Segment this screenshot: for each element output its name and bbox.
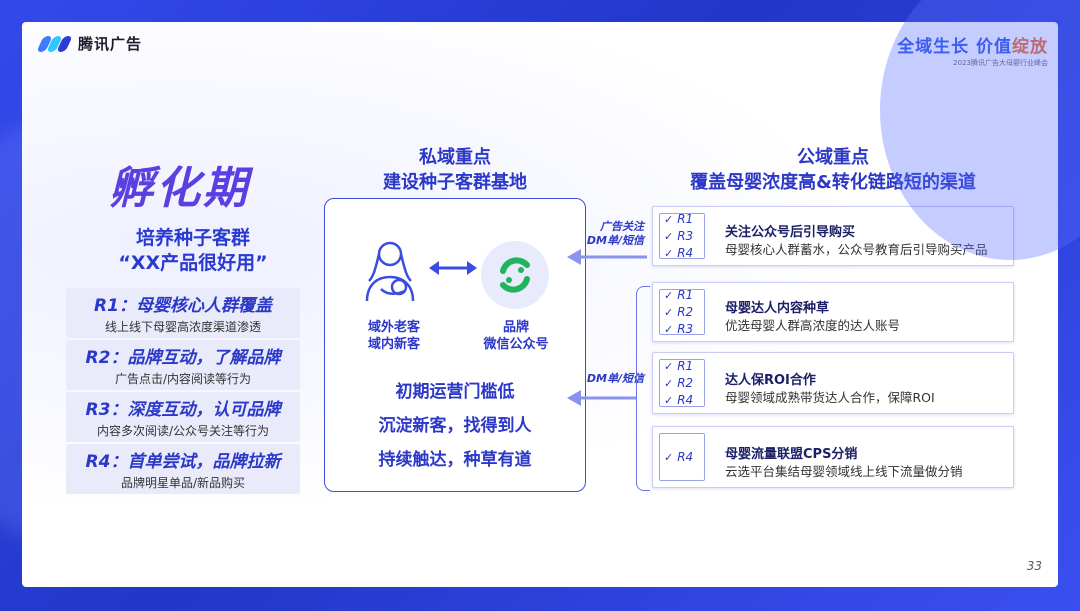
channel-card-2: ✓R1 ✓R2 ✓R3 母婴达人内容种草 优选母婴人群高浓度的达人账号 [652,282,1014,342]
card-title: 达人保ROI合作 [725,373,816,388]
stage-goal: 培养种子客群 [135,227,250,249]
slide-canvas: 腾讯广告 全域生长 价值绽放 2023腾讯广告大母婴行业峰会 孵化期 培养种子客… [22,22,1058,587]
channels-bracket [636,286,650,491]
slogan-subtitle: 2023腾讯广告大母婴行业峰会 [953,59,1048,67]
stage-desc: 线上线下母婴高浓度渠道渗透 [104,320,261,334]
private-point-1: 初期运营门槛低 [395,382,515,402]
card-desc: 优选母婴人群高浓度的达人账号 [725,318,901,333]
logo-mark-icon [36,34,73,54]
check-icon: ✓ [664,450,674,464]
card-desc: 云选平台集结母婴领域线上线下流量做分销 [725,464,963,479]
card-title: 母婴达人内容种草 [725,301,830,316]
tag-label: R4 [677,392,694,407]
mom-label-line-1: 域外老客 [367,320,420,335]
page-number: 33 [1026,559,1042,573]
stage-box-r4: R4：首单尝试，品牌拉新 品牌明星单品/新品购买 [66,444,300,494]
stage-head: R1：母婴核心人群覆盖 [94,296,272,316]
wechat-label: 品牌 微信公众号 [473,319,559,353]
tag-label: R4 [677,245,694,260]
tag-label: R3 [677,321,694,336]
card-title: 母婴流量联盟CPS分销 [725,447,858,462]
stage-tags: ✓R1 ✓R3 ✓R4 [659,211,705,262]
wechat-label-line-2: 微信公众号 [483,337,549,352]
stage-desc: 广告点击/内容阅读等行为 [114,372,252,386]
tag-item: ✓R3 [664,228,704,245]
check-icon: ✓ [664,305,674,319]
private-point-2: 沉淀新客，找得到人 [378,416,532,436]
tag-item: ✓R3 [664,321,704,338]
stage-head: R2：品牌互动，了解品牌 [85,348,281,368]
card-desc: 母婴核心人群蓄水，公众号教育后引导购买产品 [725,242,988,257]
mother-baby-icon [365,241,415,302]
stage-quote: “XX产品很好用” [118,252,268,274]
tag-item: ✓R1 [664,287,704,304]
stage-head: R3：深度互动，认可品牌 [85,400,281,420]
stage-head: R4：首单尝试，品牌拉新 [85,452,281,472]
stage-tags: ✓R1 ✓R2 ✓R3 [659,287,705,338]
mom-label-line-2: 域内新客 [367,337,420,352]
private-domain-title: 私域重点 [419,147,491,168]
card-title: 关注公众号后引导购买 [725,225,856,240]
private-domain-subtitle: 建设种子客群基地 [383,172,527,193]
tag-item: ✓R1 [664,358,704,375]
tag-label: R1 [677,287,694,302]
left-arrow-icon [567,249,647,265]
arrow-label-top-line-1: 广告关注 [600,220,644,233]
stage-desc: 品牌明星单品/新品购买 [120,476,246,490]
arrow-label-bottom: DM单/短信 [586,372,644,385]
tag-item: ✓R2 [664,375,704,392]
mom-label: 域外老客 域内新客 [359,319,429,353]
stage-tags: ✓R1 ✓R2 ✓R4 [659,359,705,407]
check-icon: ✓ [664,212,674,226]
arrow-label-top: 广告关注 DM单/短信 [578,220,644,248]
tag-label: R4 [677,449,694,464]
check-icon: ✓ [664,322,674,336]
channel-card-3: ✓R1 ✓R2 ✓R4 达人保ROI合作 母婴领域成熟带货达人合作，保障ROI [652,352,1014,414]
slogan-part-3: 绽放 [1012,37,1048,57]
stage-desc: 内容多次阅读/公众号关注等行为 [96,424,270,438]
tag-label: R3 [677,228,694,243]
arrow-label-top-line-2: DM单/短信 [586,234,644,247]
check-icon: ✓ [664,393,674,407]
check-icon: ✓ [664,229,674,243]
check-icon: ✓ [664,359,674,373]
brand-logo: 腾讯广告 [36,33,143,54]
tag-item: ✓R4 [664,245,704,262]
tag-item: ✓R4 [664,392,704,409]
check-icon: ✓ [664,288,674,302]
stage-box-r3: R3：深度互动，认可品牌 内容多次阅读/公众号关注等行为 [66,392,300,442]
slogan-main: 全域生长 价值绽放 [897,32,1048,57]
tag-item: ✓R4 [664,449,704,466]
check-icon: ✓ [664,246,674,260]
stage-tags: ✓R4 [659,433,705,481]
slogan-part-2: 价值 [976,37,1012,57]
card-desc: 母婴领域成熟带货达人合作，保障ROI [725,390,935,405]
private-point-3: 持续触达，种草有道 [378,450,532,470]
wechat-label-line-1: 品牌 [502,320,529,335]
stage-title: 孵化期 [109,163,250,214]
wechat-official-account-icon [481,241,549,309]
channel-card-4: ✓R4 母婴流量联盟CPS分销 云选平台集结母婴领域线上线下流量做分销 [652,426,1014,488]
left-arrow-icon [567,390,637,406]
slogan-part-1: 全域生长 [897,37,970,57]
public-domain-subtitle: 覆盖母婴浓度高&转化链路短的渠道 [690,172,976,193]
stage-box-r2: R2：品牌互动，了解品牌 广告点击/内容阅读等行为 [66,340,300,390]
stage-box-r1: R1：母婴核心人群覆盖 线上线下母婴高浓度渠道渗透 [66,288,300,338]
tag-label: R1 [677,358,694,373]
public-domain-title: 公域重点 [797,147,869,168]
private-domain-box: 域外老客 域内新客 品牌 微信公众号 初期运营门槛低 沉淀新客，找得到人 持续触… [324,198,586,492]
check-icon: ✓ [664,376,674,390]
tag-label: R2 [677,304,694,319]
tag-label: R2 [677,375,694,390]
event-slogan: 全域生长 价值绽放 2023腾讯广告大母婴行业峰会 [897,32,1048,68]
tag-item: ✓R2 [664,304,704,321]
channel-card-1: ✓R1 ✓R3 ✓R4 关注公众号后引导购买 母婴核心人群蓄水，公众号教育后引导… [652,206,1014,266]
tag-label: R1 [677,211,694,226]
double-arrow-icon [429,261,477,275]
tag-item: ✓R1 [664,211,704,228]
logo-text: 腾讯广告 [78,35,143,53]
